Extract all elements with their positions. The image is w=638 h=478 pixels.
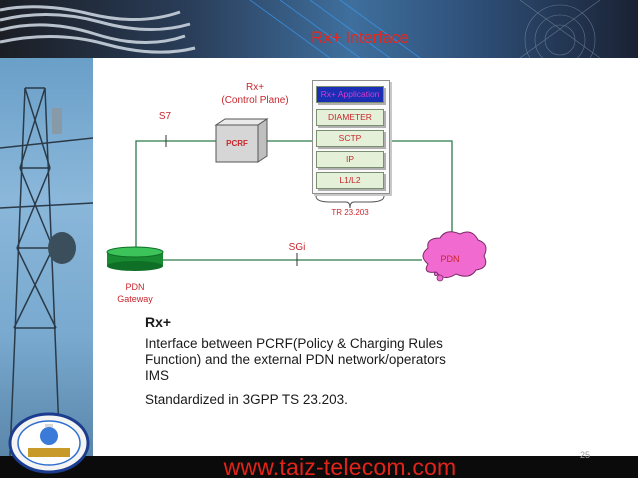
body-paragraph1-line1: Interface between PCRF(Policy & Charging… <box>145 336 443 351</box>
s7-label: S7 <box>158 111 172 122</box>
footer-bar <box>0 456 638 478</box>
body-paragraph1-line2: Function) and the external PDN network/o… <box>145 352 446 367</box>
body-paragraph1-line3: IMS <box>145 368 170 383</box>
body-heading: Rx+ <box>145 314 172 330</box>
stack-ip: IP <box>316 151 384 168</box>
pcrf-box <box>214 118 269 163</box>
page-number: 25 <box>579 450 590 460</box>
tower-icon <box>0 87 93 456</box>
header-banner <box>0 0 638 58</box>
fiber-cables-image <box>0 0 601 58</box>
pdn-cloud-icon <box>422 231 487 282</box>
rx-sublabel: (Control Plane) <box>221 95 289 106</box>
gateway-label-line2: Gateway <box>117 294 153 304</box>
stack-brace <box>315 195 385 209</box>
stack-reference: TR 23.203 <box>331 208 369 217</box>
stack-rx-application: Rx+ Application <box>316 86 384 103</box>
stack-l1l2: L1/L2 <box>316 172 384 189</box>
pdn-gateway-cylinder <box>106 246 164 271</box>
stack-diameter: DIAMETER <box>316 109 384 126</box>
company-logo <box>8 412 90 474</box>
gateway-label-line1: PDN <box>125 282 145 292</box>
rx-label: Rx+ <box>245 82 265 93</box>
body-paragraph2: Standardized in 3GPP TS 23.203. <box>145 392 348 407</box>
tower-image <box>0 58 93 456</box>
pcrf-label: PCRF <box>226 139 248 148</box>
footer-url[interactable]: www.taiz-telecom.com <box>223 454 457 478</box>
pdn-cloud-label: PDN <box>440 254 460 264</box>
stack-sctp: SCTP <box>316 130 384 147</box>
s7-line <box>135 140 216 253</box>
sgi-label: SGi <box>288 242 306 253</box>
slide-title: Rx+ Interface <box>311 28 409 47</box>
